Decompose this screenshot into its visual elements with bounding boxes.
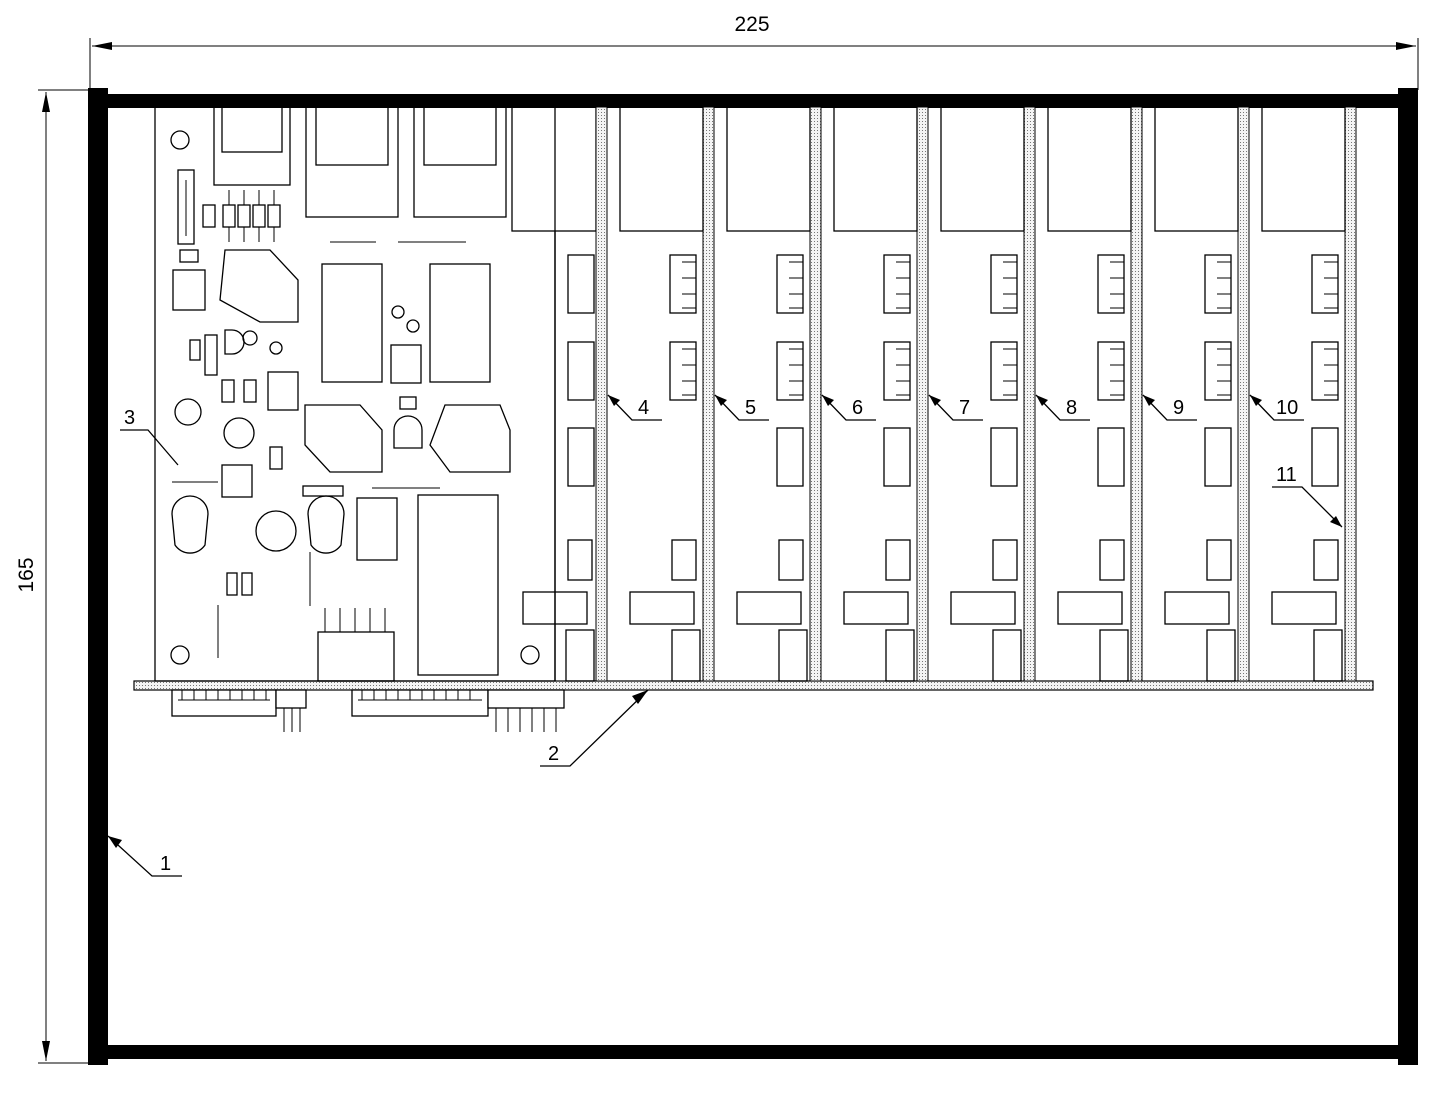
module-components <box>619 106 704 682</box>
callout-5: 5 <box>745 397 756 419</box>
module-edges <box>595 106 1357 682</box>
callout-9: 9 <box>1173 397 1184 419</box>
main-board <box>154 106 597 682</box>
module-boards <box>522 106 1357 682</box>
callout-6: 6 <box>852 397 863 419</box>
backplane <box>133 680 1374 732</box>
height-dimension-label: 165 <box>15 557 38 592</box>
callout-3: 3 <box>124 407 135 429</box>
dimension-height: 165 <box>15 89 90 1064</box>
width-dimension-label: 225 <box>734 13 769 36</box>
callout-2: 2 <box>548 743 559 765</box>
callout-7: 7 <box>959 397 970 419</box>
leaders <box>107 394 1343 877</box>
callout-4: 4 <box>638 397 649 419</box>
enclosure <box>88 88 1418 1065</box>
callout-11: 11 <box>1276 464 1297 486</box>
callout-10: 10 <box>1276 397 1298 419</box>
dimension-width: 225 <box>89 13 1419 90</box>
callout-1: 1 <box>160 853 171 875</box>
callout-8: 8 <box>1066 397 1077 419</box>
